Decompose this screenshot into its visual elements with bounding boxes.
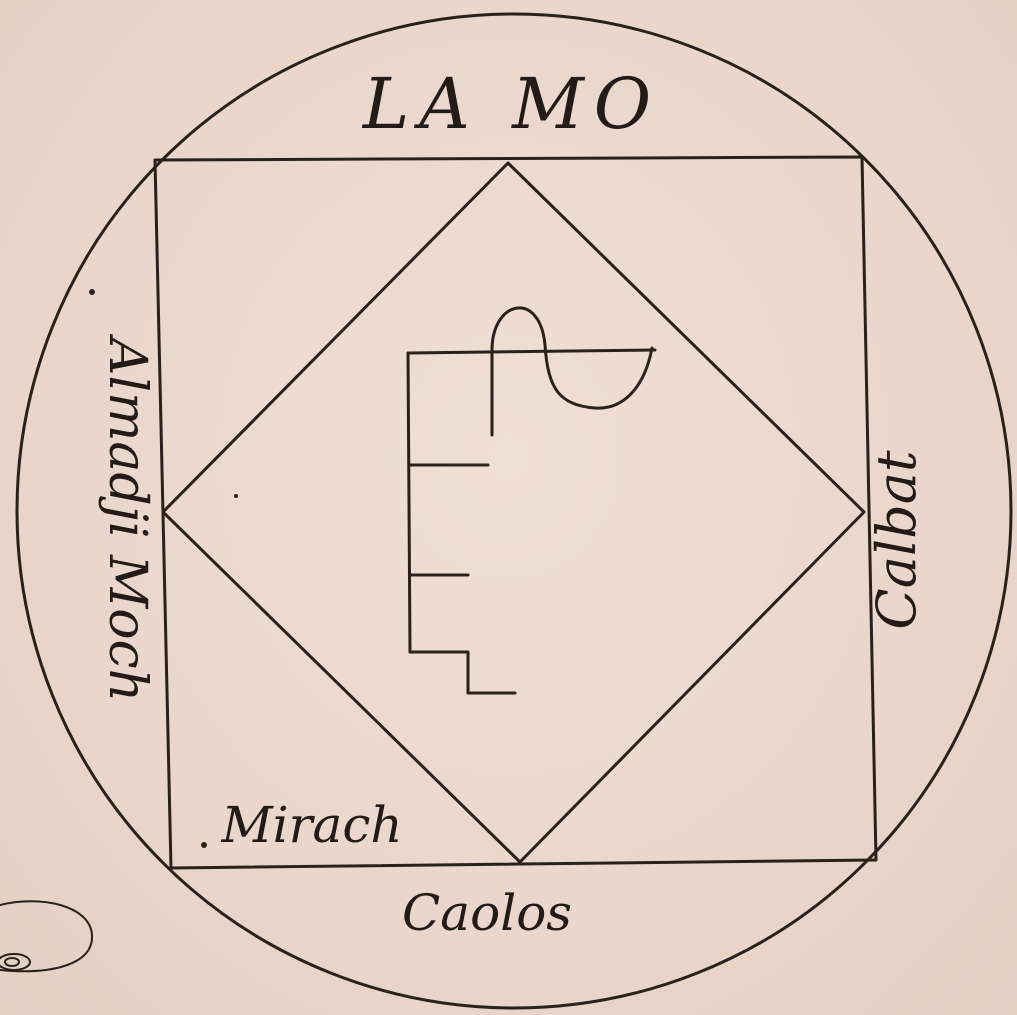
sigil-icon [408,308,655,693]
inner-corner-label: Mirach [220,796,402,854]
inner-diamond [163,163,864,862]
top-label: LA MO [361,63,661,145]
ink-dot [89,289,95,295]
ink-dot [234,494,238,498]
ink-dot [201,842,207,848]
spiral-mark-icon [0,901,92,971]
bottom-label: Caolos [402,884,572,942]
left-label: Almadji Moch [97,334,157,702]
outer-square [155,157,876,868]
right-label: Calbat [865,450,928,630]
